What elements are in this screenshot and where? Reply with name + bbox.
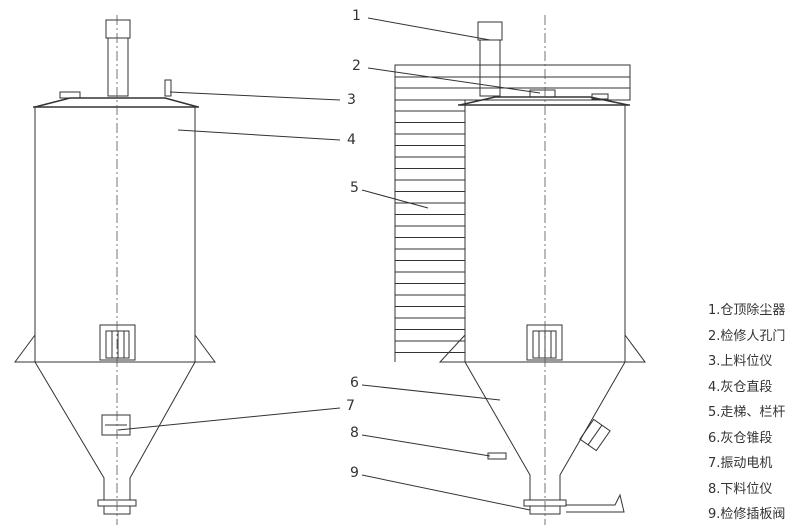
legend-item: 8.下料位仪 bbox=[708, 481, 773, 497]
legend-item: 2.检修人孔门 bbox=[708, 328, 786, 344]
right-silo bbox=[394, 15, 646, 525]
legend-item: 3.上料位仪 bbox=[708, 354, 773, 369]
legend-item: 1.仓顶除尘器 bbox=[708, 303, 786, 318]
legend-item: 5.走梯、栏杆 bbox=[708, 405, 786, 420]
callout-2: 2 bbox=[352, 58, 361, 74]
callout-5: 5 bbox=[350, 180, 359, 196]
legend-item: 4.灰仓直段 bbox=[708, 379, 773, 395]
legend-item: 6.灰仓锥段 bbox=[708, 430, 773, 446]
legend-item: 7.振动电机 bbox=[708, 456, 773, 471]
left-silo bbox=[14, 15, 216, 525]
leader-lines bbox=[117, 17, 541, 511]
legend: 1.仓顶除尘器 2.检修人孔门 3.上料位仪 4.灰仓直段 5.走梯、栏杆 6.… bbox=[708, 298, 785, 528]
callout-4: 4 bbox=[347, 132, 356, 148]
callout-1: 1 bbox=[352, 8, 361, 24]
callout-8: 8 bbox=[350, 425, 359, 441]
callout-3: 3 bbox=[347, 92, 356, 108]
callout-9: 9 bbox=[350, 465, 359, 481]
legend-item: 9.检修插板阀 bbox=[708, 507, 786, 522]
callout-7: 7 bbox=[346, 398, 355, 414]
callout-6: 6 bbox=[350, 375, 359, 391]
